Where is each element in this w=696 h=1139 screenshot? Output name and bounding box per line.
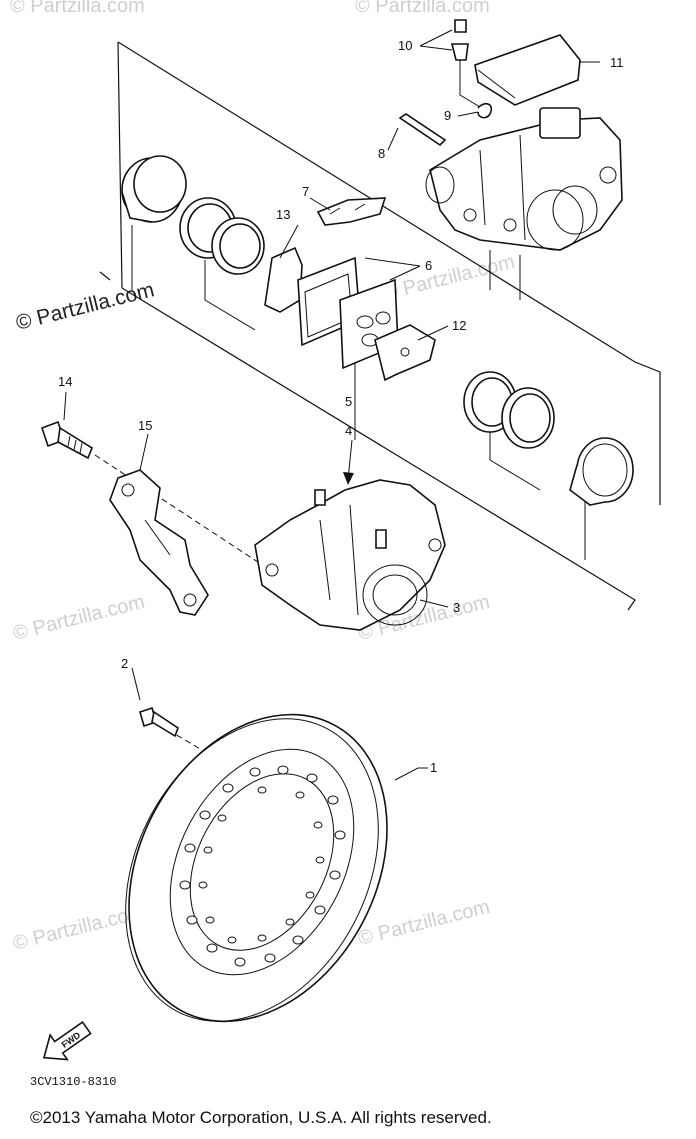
callout-3: 3 <box>453 600 460 615</box>
piston-right <box>569 437 634 506</box>
watermark-mid-right: © Partzilla.com <box>381 251 517 305</box>
callout-14: 14 <box>58 374 72 389</box>
callout-12: 12 <box>452 318 466 333</box>
pin-clip <box>477 102 493 119</box>
seal-left-inner <box>211 217 265 275</box>
pad-shim-left <box>264 246 303 313</box>
callout-labels: 1 2 3 4 5 6 7 8 9 10 11 12 13 14 15 <box>58 38 624 775</box>
disc-bolt <box>139 706 179 738</box>
pad-spring <box>316 197 387 226</box>
callout-6: 6 <box>425 258 432 273</box>
watermark-left-2: © Partzilla.com <box>11 591 147 645</box>
caliper-bolt <box>40 420 93 460</box>
callout-8: 8 <box>378 146 385 161</box>
callout-15: 15 <box>138 418 152 433</box>
copyright-line: ©2013 Yamaha Motor Corporation, U.S.A. A… <box>30 1108 492 1127</box>
callout-11: 11 <box>610 55 624 70</box>
callout-13: 13 <box>276 207 290 222</box>
callout-9: 9 <box>444 108 451 123</box>
forward-arrow: FWD <box>42 1020 92 1061</box>
diagram-code: 3CV1310-8310 <box>30 1075 116 1089</box>
callout-4: 4 <box>345 423 352 438</box>
leader-lines <box>63 29 600 781</box>
callout-7: 7 <box>302 184 309 199</box>
assembly-arrow <box>343 439 354 485</box>
bleed-screw <box>450 19 469 75</box>
caliper-exploded <box>425 107 623 251</box>
callout-1: 1 <box>430 760 437 775</box>
caliper-bracket <box>109 469 209 616</box>
piston-left <box>121 155 187 223</box>
watermark-top-right: © Partzilla.com <box>355 0 490 17</box>
watermark-right-3: © Partzilla.com <box>356 896 492 950</box>
pad-pin <box>398 113 447 147</box>
callout-2: 2 <box>121 656 128 671</box>
watermark-top-left: © Partzilla.com <box>10 0 145 17</box>
callout-10: 10 <box>398 38 412 53</box>
seal-right-inner <box>501 387 555 449</box>
brake-disc <box>125 713 388 1023</box>
callout-5: 5 <box>345 394 352 409</box>
watermark-main: © Partzilla.com <box>14 278 157 335</box>
caliper-assembly <box>254 479 446 631</box>
pad-cover <box>474 34 581 106</box>
